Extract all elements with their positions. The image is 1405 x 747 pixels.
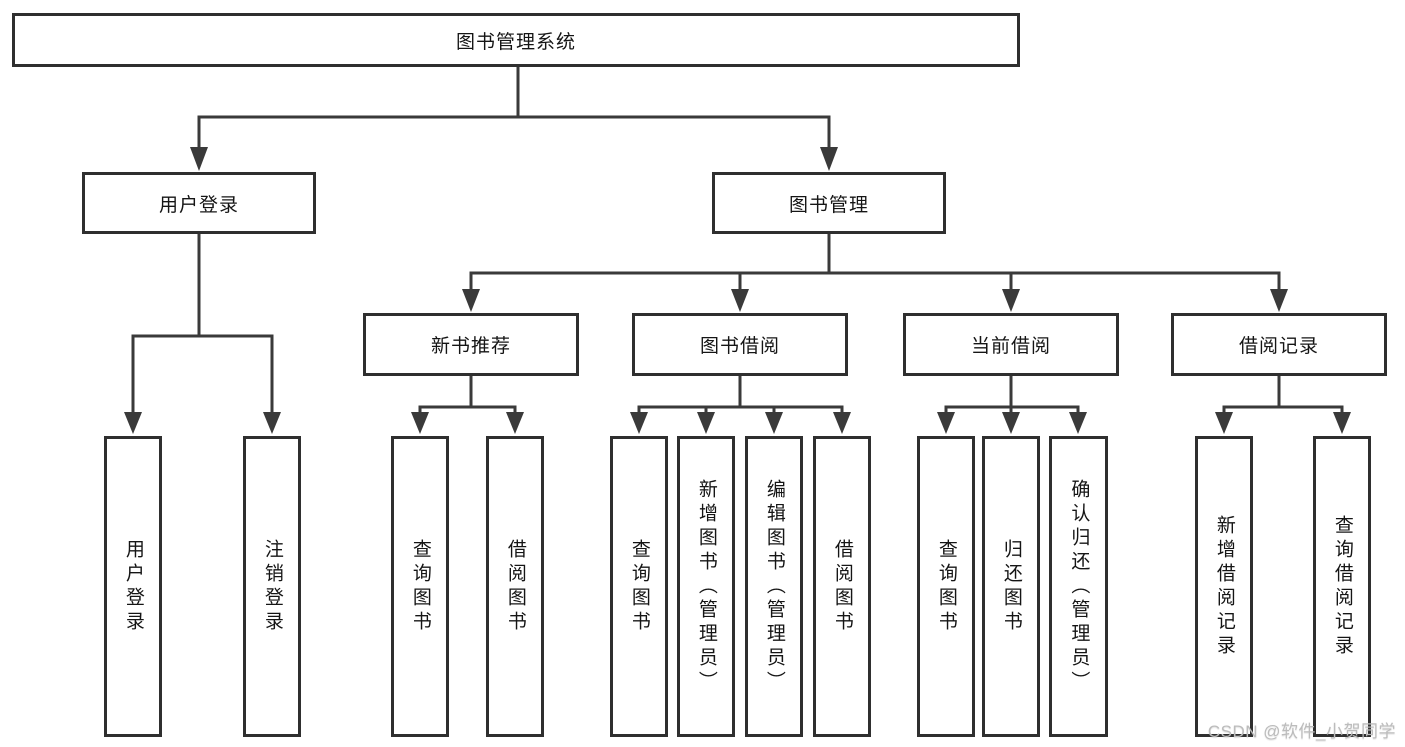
leaf-current-confirm-return-admin-label: 确认归还（管理员） xyxy=(1068,478,1090,695)
watermark: CSDN @软件_小贺同学 xyxy=(1207,722,1396,741)
node-user-login-label: 用户登录 xyxy=(158,194,239,216)
node-new-book-recommend-label: 新书推荐 xyxy=(430,336,511,357)
leaf-logout: 注销登录 xyxy=(243,436,301,737)
leaf-records-add-record-label: 新增借阅记录 xyxy=(1213,514,1235,659)
leaf-records-add-record: 新增借阅记录 xyxy=(1195,436,1253,737)
leaf-borrow-add-books-admin: 新增图书（管理员） xyxy=(677,436,735,737)
node-root-label: 图书管理系统 xyxy=(455,31,576,53)
leaf-borrow-borrow-books: 借阅图书 xyxy=(813,436,871,737)
leaf-borrow-query-books-label: 查询图书 xyxy=(628,538,650,635)
leaf-current-return-books: 归还图书 xyxy=(982,436,1040,737)
node-book-borrow-label: 图书借阅 xyxy=(699,336,780,357)
leaf-recommend-query-books: 查询图书 xyxy=(391,436,449,737)
leaf-recommend-query-books-label: 查询图书 xyxy=(409,538,431,635)
node-book-borrow: 图书借阅 xyxy=(632,313,848,376)
leaf-borrow-borrow-books-label: 借阅图书 xyxy=(831,538,853,635)
node-borrow-records-label: 借阅记录 xyxy=(1238,336,1319,357)
leaf-recommend-borrow-books-label: 借阅图书 xyxy=(504,538,526,635)
leaf-current-query-books-label: 查询图书 xyxy=(935,538,957,635)
leaf-user-login: 用户登录 xyxy=(104,436,162,737)
node-user-login: 用户登录 xyxy=(82,172,316,234)
leaf-records-query-record: 查询借阅记录 xyxy=(1313,436,1371,737)
leaf-current-confirm-return-admin: 确认归还（管理员） xyxy=(1049,436,1108,737)
leaf-borrow-query-books: 查询图书 xyxy=(610,436,668,737)
leaf-borrow-edit-books-admin: 编辑图书（管理员） xyxy=(745,436,803,737)
leaf-records-query-record-label: 查询借阅记录 xyxy=(1331,514,1353,659)
leaf-recommend-borrow-books: 借阅图书 xyxy=(486,436,544,737)
node-book-management-label: 图书管理 xyxy=(788,194,869,216)
node-new-book-recommend: 新书推荐 xyxy=(363,313,579,376)
leaf-logout-label: 注销登录 xyxy=(261,538,283,635)
leaf-borrow-add-books-admin-label: 新增图书（管理员） xyxy=(695,478,717,695)
leaf-current-query-books: 查询图书 xyxy=(917,436,975,737)
node-borrow-records: 借阅记录 xyxy=(1171,313,1387,376)
leaf-current-return-books-label: 归还图书 xyxy=(1000,538,1022,635)
node-current-borrow-label: 当前借阅 xyxy=(970,336,1051,357)
leaf-user-login-label: 用户登录 xyxy=(122,538,144,635)
node-book-management: 图书管理 xyxy=(712,172,946,234)
leaf-borrow-edit-books-admin-label: 编辑图书（管理员） xyxy=(763,478,785,695)
arrowheads xyxy=(124,147,1351,434)
node-current-borrow: 当前借阅 xyxy=(903,313,1119,376)
node-root: 图书管理系统 xyxy=(12,13,1020,67)
